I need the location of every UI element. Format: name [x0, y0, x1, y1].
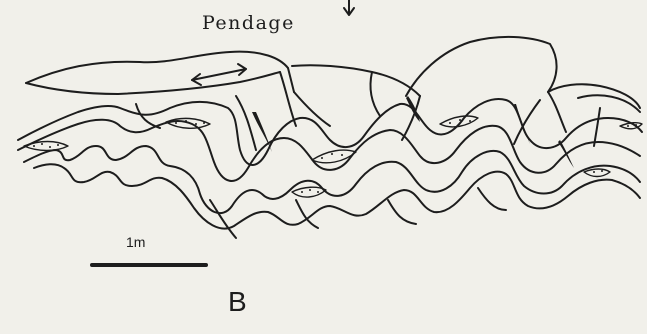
dip-label: Pendage [202, 12, 295, 34]
lens-stipple [33, 119, 637, 193]
down-arrow-icon [344, 0, 354, 15]
folded-layers [18, 99, 642, 238]
block-tops-outline [26, 37, 640, 112]
scale-label: 1m [126, 234, 145, 250]
panel-letter: B [228, 286, 247, 318]
dark-lenses [252, 96, 574, 168]
dotted-lenses [24, 116, 642, 197]
